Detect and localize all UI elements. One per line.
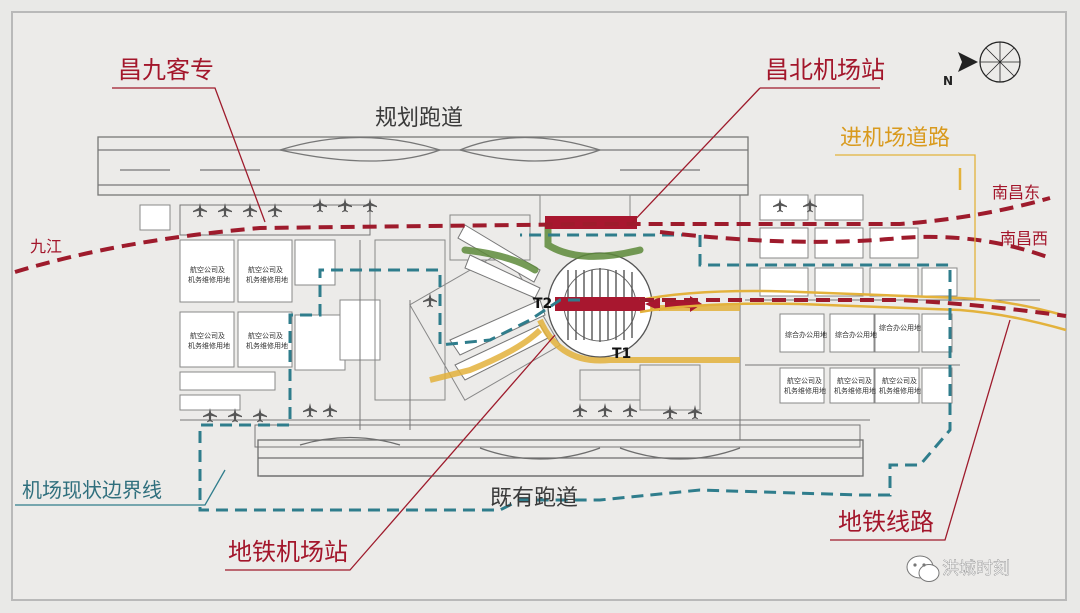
label-existing-runway: 既有跑道: [490, 486, 578, 511]
compass-icon: [958, 41, 1021, 83]
svg-text:航空公司及: 航空公司及: [190, 331, 225, 340]
svg-text:机务维修用地: 机务维修用地: [784, 386, 826, 395]
svg-text:综合办公用地: 综合办公用地: [879, 323, 921, 332]
label-t1: T1: [612, 346, 631, 362]
label-changjiu: 昌九客专: [118, 56, 214, 84]
svg-text:航空公司及: 航空公司及: [882, 376, 917, 385]
svg-text:航空公司及: 航空公司及: [248, 331, 283, 340]
svg-text:机务维修用地: 机务维修用地: [188, 275, 230, 284]
label-jiujiang: 九江: [30, 237, 62, 256]
svg-text:机务维修用地: 机务维修用地: [246, 275, 288, 284]
svg-text:综合办公用地: 综合办公用地: [835, 330, 877, 339]
label-changbei-station: 昌北机场站: [765, 56, 885, 84]
callout-lines-other: [15, 154, 976, 506]
planned-runway: [97, 136, 749, 196]
label-nanchang-west: 南昌西: [1000, 229, 1048, 248]
existing-runway: [257, 436, 864, 477]
label-north: N: [943, 74, 953, 88]
label-nanchang-east: 南昌东: [992, 183, 1040, 202]
svg-text:洪城时刻: 洪城时刻: [942, 559, 1010, 579]
station-arrow: [645, 297, 660, 311]
metro-line: [198, 233, 952, 512]
svg-text:航空公司及: 航空公司及: [787, 376, 822, 385]
svg-text:机务维修用地: 机务维修用地: [879, 386, 921, 395]
left-plot-text: 航空公司及 机务维修用地 航空公司及 机务维修用地 航空公司及 机务维修用地 航…: [188, 265, 288, 350]
svg-text:综合办公用地: 综合办公用地: [785, 330, 827, 339]
wechat-icon: [906, 555, 940, 582]
svg-text:机务维修用地: 机务维修用地: [246, 341, 288, 350]
svg-text:机务维修用地: 机务维修用地: [188, 341, 230, 350]
label-airport-road: 进机场道路: [840, 126, 950, 151]
svg-text:航空公司及: 航空公司及: [190, 265, 225, 274]
svg-text:机务维修用地: 机务维修用地: [834, 386, 876, 395]
label-boundary: 机场现状边界线: [22, 478, 162, 502]
label-metro-station: 地铁机场站: [228, 538, 348, 566]
callout-lines: [112, 87, 1011, 571]
svg-text:航空公司及: 航空公司及: [248, 265, 283, 274]
rail-changjiu: [14, 196, 1067, 318]
label-planned-runway: 规划跑道: [375, 106, 463, 131]
right-plot-text: 综合办公用地 综合办公用地 综合办公用地 航空公司及 机务维修用地 航空公司及 …: [784, 323, 921, 395]
airport-road: [639, 168, 1067, 332]
svg-text:航空公司及: 航空公司及: [837, 376, 872, 385]
green-access: [461, 221, 644, 274]
label-t2: T2: [533, 296, 552, 312]
label-metro-line: 地铁线路: [838, 508, 934, 536]
watermark: 洪城时刻: [906, 555, 1010, 582]
